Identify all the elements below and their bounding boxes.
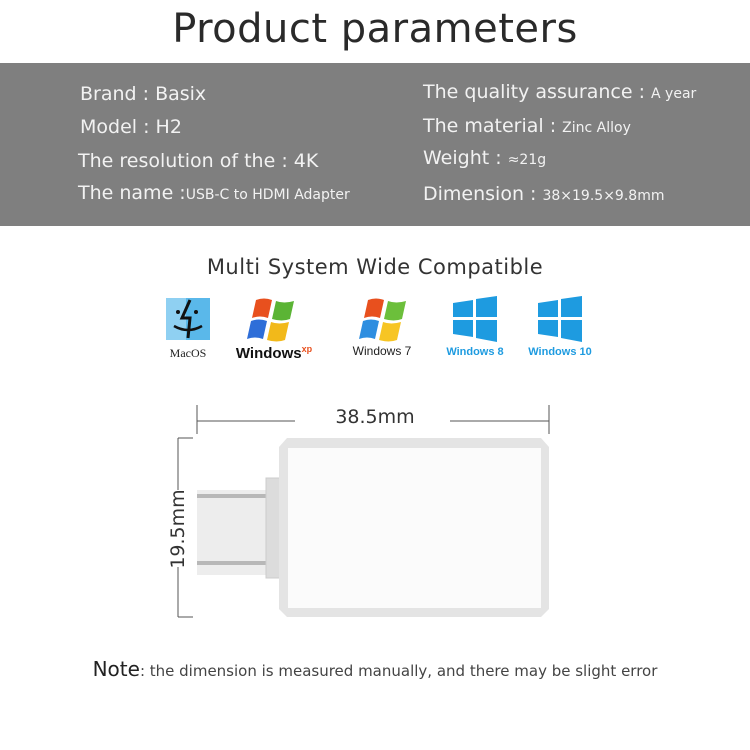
windows-7-icon	[359, 298, 406, 342]
param-resolution: The resolution of the : 4K	[78, 150, 319, 172]
param-name: The name :USB-C to HDMI Adapter	[78, 182, 350, 204]
param-weight: Weight : ≈21g	[423, 147, 547, 169]
os-windows-xp: Windowsxp	[232, 296, 316, 362]
parameters-panel: Brand : Basix Model : H2 The resolution …	[0, 63, 750, 226]
param-warranty: The quality assurance : A year	[423, 81, 697, 103]
adapter-body	[279, 438, 549, 617]
windows-10-icon	[538, 296, 582, 342]
macos-finder-icon	[166, 298, 210, 340]
windows-8-icon	[453, 296, 497, 342]
compatibility-title: Multi System Wide Compatible	[206, 255, 544, 279]
height-dimension-line	[177, 437, 193, 618]
os-windows-8: Windows 8	[440, 296, 510, 358]
page-title: Product parameters	[172, 6, 578, 52]
os-windows-7: Windows 7	[346, 296, 418, 358]
windows-xp-icon	[247, 298, 294, 342]
param-material: The material : Zinc Alloy	[423, 115, 631, 137]
usb-c-plug	[197, 477, 281, 579]
param-model: Model : H2	[80, 116, 182, 138]
os-windows-10: Windows 10	[524, 296, 596, 358]
measurement-note: Note: the dimension is measured manually…	[92, 657, 658, 681]
height-label: 19.5mm	[167, 489, 189, 569]
param-brand: Brand : Basix	[80, 83, 207, 105]
width-label: 38.5mm	[335, 406, 415, 428]
os-macos: MacOS	[160, 296, 216, 361]
param-dimension: Dimension : 38×19.5×9.8mm	[423, 183, 665, 205]
width-dimension-line	[196, 405, 550, 434]
